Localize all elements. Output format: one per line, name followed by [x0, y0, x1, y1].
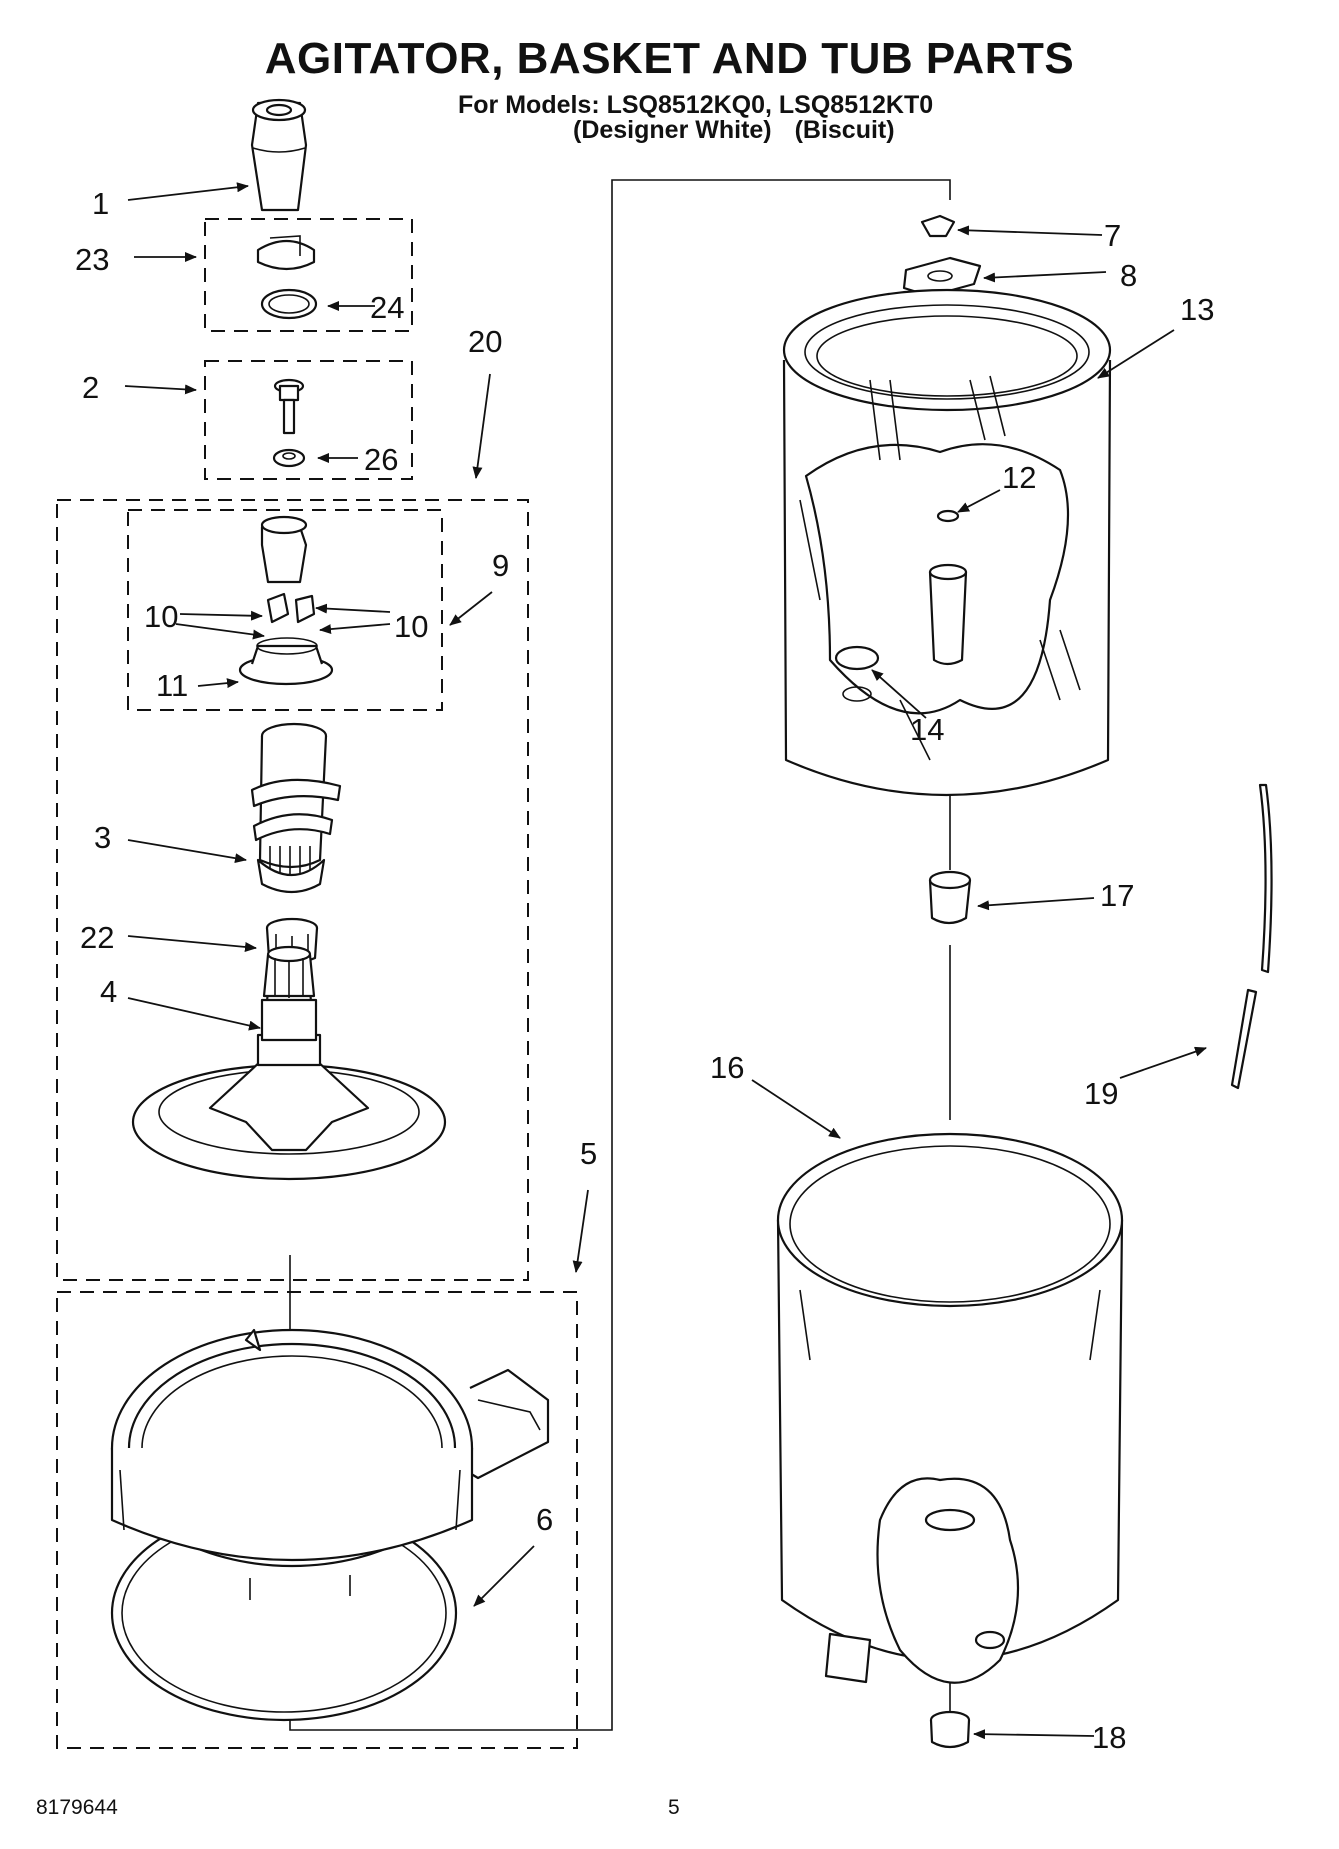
group-box-9	[127, 509, 443, 711]
color-designer-white: (Designer White)	[573, 116, 772, 144]
leader-19	[1119, 1046, 1207, 1079]
callout-7: 7	[1104, 218, 1121, 253]
callout-11: 11	[156, 668, 188, 703]
part-26-washer	[272, 448, 306, 468]
leader-8	[983, 271, 1107, 283]
part-3-auger	[250, 722, 342, 894]
part-11-ratchet	[238, 637, 334, 686]
leader-20	[472, 373, 491, 479]
callout-13: 13	[1180, 292, 1214, 327]
page-number: 5	[668, 1796, 680, 1819]
leader-10d	[319, 623, 391, 635]
part-10-dogs	[266, 592, 316, 624]
callout-5: 5	[580, 1136, 597, 1171]
part-5-tub-top	[110, 1328, 550, 1600]
leader-11	[197, 678, 239, 689]
callout-17: 17	[1100, 878, 1134, 913]
leader-14	[871, 669, 927, 719]
leader-10c	[315, 603, 391, 614]
leader-12	[957, 489, 1001, 513]
part-13-basket	[782, 288, 1112, 797]
part-19-tube	[1230, 783, 1273, 1090]
group-box-23	[204, 218, 413, 332]
leader-16	[751, 1079, 841, 1139]
leader-2	[124, 384, 197, 395]
leader-13	[1097, 329, 1175, 379]
part-24-o-ring-inner	[268, 294, 310, 314]
leader-6	[473, 1545, 535, 1607]
part-17-drive-block	[928, 870, 972, 925]
group-box-5	[56, 1291, 578, 1749]
leader-7	[957, 225, 1103, 236]
callout-24: 24	[370, 290, 404, 325]
leader-18	[973, 1729, 1095, 1740]
part-6-tub-ring	[110, 1504, 458, 1722]
callout-18: 18	[1092, 1720, 1126, 1755]
part-1-agitator-cap	[250, 98, 308, 212]
leader-1	[127, 182, 249, 201]
group-box-20	[56, 499, 529, 1281]
color-biscuit: (Biscuit)	[794, 116, 895, 144]
part-2-bolt	[273, 378, 305, 435]
callout-23: 23	[75, 242, 109, 277]
model-colors: (Designer White) (Biscuit)	[573, 116, 911, 145]
callout-8: 8	[1120, 258, 1137, 293]
callout-2: 2	[82, 370, 99, 405]
part-23-cap-insert	[256, 235, 316, 271]
leader-10a	[179, 610, 263, 621]
document-number: 8179644	[36, 1796, 118, 1819]
part-8-retainer	[902, 256, 982, 298]
group-box-2	[204, 360, 413, 480]
callout-22: 22	[80, 920, 114, 955]
callout-12: 12	[1002, 460, 1036, 495]
callout-9: 9	[492, 548, 509, 583]
leader-4	[127, 997, 261, 1031]
models-line: For Models: LSQ8512KQ0, LSQ8512KT0	[458, 91, 934, 119]
callout-4: 4	[100, 974, 117, 1009]
leader-22	[127, 935, 257, 952]
callout-3: 3	[94, 820, 111, 855]
callout-20: 20	[468, 324, 502, 359]
part-16-outer-tub	[776, 1132, 1124, 1684]
callout-14: 14	[910, 712, 944, 747]
leader-5	[572, 1189, 589, 1273]
leader-3	[127, 839, 247, 864]
callout-19: 19	[1084, 1076, 1118, 1111]
leader-9	[449, 591, 493, 626]
leader-17	[977, 897, 1095, 911]
callout-10-right: 10	[394, 609, 428, 644]
callout-10-left: 10	[144, 599, 178, 634]
part-4-agitator-base	[131, 945, 447, 1181]
part-7-clip	[920, 214, 956, 238]
callout-1: 1	[92, 186, 109, 221]
callout-16: 16	[710, 1050, 744, 1085]
callout-6: 6	[536, 1502, 553, 1537]
callout-26: 26	[364, 442, 398, 477]
page-title: AGITATOR, BASKET AND TUB PARTS	[264, 34, 1075, 83]
leader-10b	[175, 623, 265, 640]
part-9-cam	[260, 515, 308, 584]
part-18-seal	[929, 1710, 971, 1749]
